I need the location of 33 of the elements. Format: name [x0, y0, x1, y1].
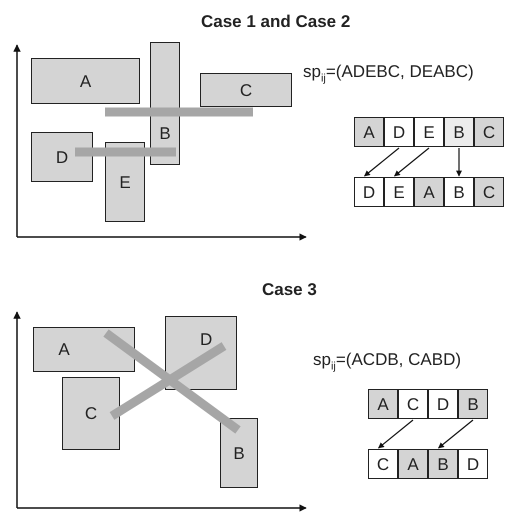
arrow [456, 148, 462, 177]
sequence-cell: E [384, 177, 414, 207]
sequence-cell: C [474, 177, 504, 207]
sequence-cell: D [384, 117, 414, 147]
rectangle-box: C [200, 73, 292, 107]
sequence-cell: A [398, 449, 428, 479]
sequence-cell: B [428, 449, 458, 479]
sequence-cell: C [368, 449, 398, 479]
sequence-cell: C [474, 117, 504, 147]
rectangle-box: C [62, 377, 120, 450]
sequence-cell: A [368, 389, 398, 419]
sequence-cell: B [458, 389, 488, 419]
sequence-cell: D [458, 449, 488, 479]
arrow [364, 148, 400, 176]
section-title: Case 3 [262, 280, 317, 300]
sequence-cell: A [354, 117, 384, 147]
sequence-cell: A [414, 177, 444, 207]
arrow [378, 420, 414, 448]
sequence-pair: sp$_{ij}$=(ACDB, CABD) [313, 350, 462, 372]
sequence-cell: C [398, 389, 428, 419]
section-title: Case 1 and Case 2 [201, 12, 350, 32]
sequence-cell: B [444, 117, 474, 147]
sequence-pair: sp$_{ij}$=(ADEBC, DEABC) [303, 62, 474, 84]
sequence-cell: D [428, 389, 458, 419]
rectangle-box: A [33, 327, 135, 372]
sequence-cell: B [444, 177, 474, 207]
rectangle-box: A [31, 58, 140, 104]
arrow [394, 148, 430, 176]
sequence-cell: D [354, 177, 384, 207]
rectangle-box: D [31, 132, 93, 182]
sequence-cell: E [414, 117, 444, 147]
arrow [438, 420, 474, 448]
rectangle-box: B [220, 418, 258, 488]
